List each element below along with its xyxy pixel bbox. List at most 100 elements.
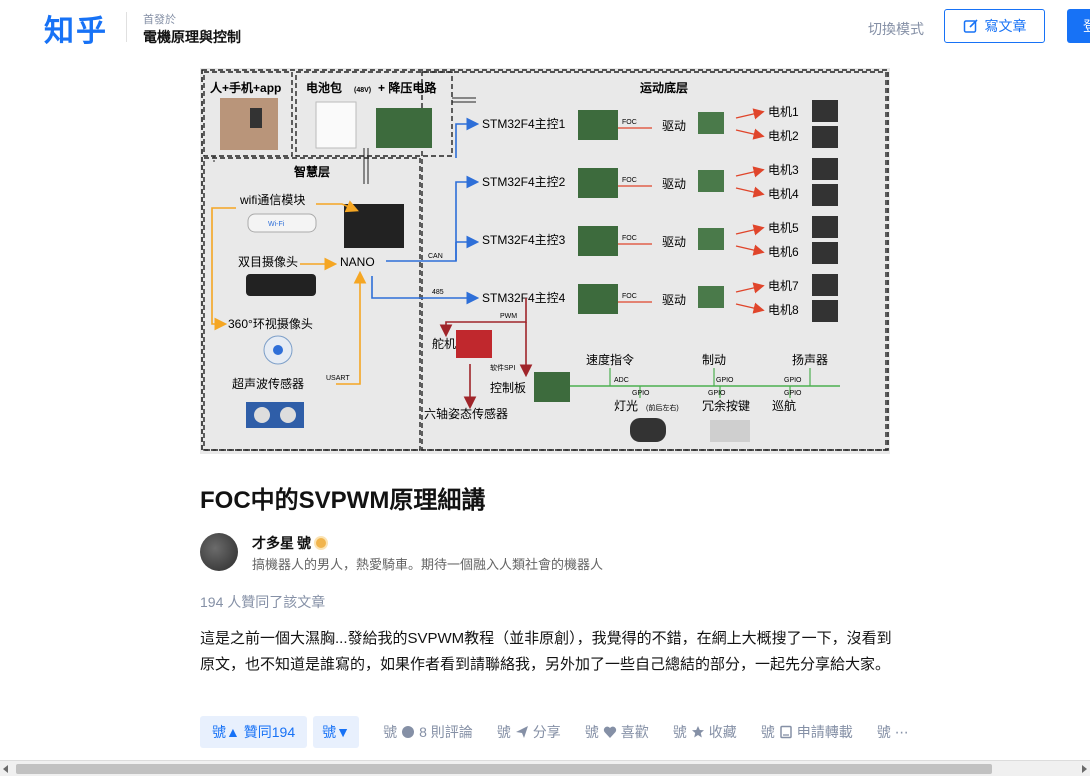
published-in-label: 首發於 (143, 14, 176, 26)
usart-label: USART (326, 375, 350, 382)
horizontal-scrollbar[interactable] (0, 760, 1090, 776)
comments-button[interactable]: 號 8 則評論 (383, 722, 473, 742)
upvote-button[interactable]: 號▲ 贊同194 (200, 716, 308, 748)
motor-rows: 电机1 电机2 电机3 电机4 电机5 电机6 电机7 电机8 (735, 100, 838, 322)
share-icon (515, 726, 528, 738)
gpio-label-4: GPIO (708, 390, 726, 397)
servo-image (456, 330, 492, 358)
switch-mode-button[interactable]: 切換模式 (868, 21, 924, 37)
zhihu-logo[interactable]: 知乎 (44, 14, 108, 49)
comments-label: 8 則評論 (419, 724, 473, 740)
author-name[interactable]: 才多星 (252, 535, 294, 551)
master-2-label: STM32F4主控2 (482, 175, 566, 189)
write-article-label: 寫文章 (984, 18, 1027, 34)
motor-8-label: 电机8 (768, 303, 799, 317)
motion-layer-box (421, 71, 887, 451)
light-image (630, 418, 666, 442)
stereo-camera-label: 双目摄像头 (238, 254, 298, 269)
system-architecture-figure: 人+手机+app 电池包 (48V) + 降压电路 运动底层 智慧层 wifi通… (200, 68, 890, 454)
servo-label: 舵机 (432, 336, 456, 351)
scrollbar-thumb[interactable] (16, 764, 992, 774)
control-board-label: 控制板 (490, 381, 526, 395)
comments-prefix: 號 (383, 724, 398, 740)
pwm-label: PWM (500, 313, 517, 320)
master-3-label: STM32F4主控3 (482, 233, 566, 247)
phone-photo (220, 98, 278, 150)
login-button[interactable]: 登 (1067, 9, 1090, 43)
drive-label-3: 驱动 (662, 235, 686, 249)
more-button[interactable]: 號 ⋯ (877, 722, 909, 742)
battery-label: 电池包 (306, 80, 342, 95)
collect-button[interactable]: 號 收藏 (673, 722, 737, 742)
drive-label-1: 驱动 (662, 119, 686, 133)
wifi-module-label: wifi通信模块 (239, 193, 305, 207)
foc-label-3: FOC (622, 235, 637, 242)
heart-icon (603, 726, 616, 738)
stereo-camera-image (246, 274, 316, 296)
collect-prefix: 號 (672, 724, 687, 740)
gpio-label-3: GPIO (632, 390, 650, 397)
battery-voltage-label: (48V) (354, 87, 371, 94)
reprint-label: 申請轉載 (796, 724, 853, 740)
smart-layer-label: 智慧层 (293, 164, 330, 179)
wifi-stick-text: Wi-Fi (268, 221, 285, 228)
smart-layer-box (203, 157, 421, 451)
light-note-label: (前后左右) (646, 403, 679, 412)
rs485-label: 485 (432, 289, 444, 296)
share-button[interactable]: 號 分享 (497, 722, 561, 742)
gpio-label-2: GPIO (784, 377, 802, 384)
phone-app-label: 人+手机+app (210, 80, 281, 95)
drive-label-4: 驱动 (662, 293, 686, 307)
edit-icon (963, 19, 978, 33)
keys-image (710, 420, 750, 442)
motor-6-label: 电机6 (768, 245, 799, 259)
star-icon (691, 726, 704, 738)
document-icon (780, 725, 792, 739)
like-prefix: 號 (584, 724, 599, 740)
author-avatar[interactable] (200, 533, 238, 571)
column-name-link[interactable]: 電機原理與控制 (143, 29, 241, 45)
motion-layer-label: 运动底层 (640, 80, 688, 95)
master-4-label: STM32F4主控4 (482, 291, 566, 305)
article-body: 這是之前一個大濕胸...發給我的SVPWM教程（並非原創），我覺得的不錯，在網上… (200, 630, 892, 673)
comment-icon (402, 726, 415, 738)
surround-camera-label: 360°环视摄像头 (228, 316, 313, 331)
foc-label-1: FOC (622, 119, 637, 126)
can-label: CAN (428, 253, 443, 260)
foc-label-4: FOC (622, 293, 637, 300)
adc-label: ADC (614, 377, 629, 384)
buck-board-image (376, 108, 432, 148)
author-suffix: 號 (297, 535, 311, 551)
imu-label: 六轴姿态传感器 (424, 406, 508, 421)
nano-label: NANO (340, 255, 375, 269)
brake-label: 制动 (702, 353, 726, 367)
reprint-prefix: 號 (760, 724, 775, 740)
cruise-label: 巡航 (772, 398, 796, 413)
speed-cmd-label: 速度指令 (586, 352, 634, 367)
wifi-stick-image (247, 213, 317, 233)
write-article-button[interactable]: 寫文章 (944, 9, 1045, 43)
motor-7-label: 电机7 (768, 279, 799, 293)
more-prefix: 號 (876, 724, 891, 740)
drive-label-2: 驱动 (662, 177, 686, 191)
nano-board-image (344, 204, 404, 248)
reprint-button[interactable]: 號 申請轉載 (761, 722, 853, 742)
share-prefix: 號 (496, 724, 511, 740)
like-label: 喜歡 (620, 724, 649, 740)
speaker-label: 扬声器 (792, 352, 828, 367)
gpio-label-1: GPIO (716, 377, 734, 384)
light-label: 灯光 (614, 399, 638, 413)
downvote-button[interactable]: 號▼ (313, 716, 360, 748)
scroll-right-arrow-icon[interactable] (1082, 765, 1087, 773)
buck-circuit-label: + 降压电路 (378, 80, 437, 95)
ultrasonic-label: 超声波传感器 (232, 376, 304, 391)
action-bar: 號▲ 贊同194 號▼ 號 8 則評論 號 分享 號 喜歡 號 收藏 號 申請轉… (200, 716, 909, 748)
like-button[interactable]: 號 喜歡 (585, 722, 649, 742)
motor-2-label: 电机2 (768, 129, 799, 143)
motor-3-label: 电机3 (768, 163, 799, 177)
collect-label: 收藏 (708, 724, 737, 740)
master-1-label: STM32F4主控1 (482, 117, 566, 131)
soft-spi-label: 软件SPI (490, 363, 515, 372)
author-name-row[interactable]: 才多星 號 (252, 533, 328, 553)
scroll-left-arrow-icon[interactable] (3, 765, 8, 773)
